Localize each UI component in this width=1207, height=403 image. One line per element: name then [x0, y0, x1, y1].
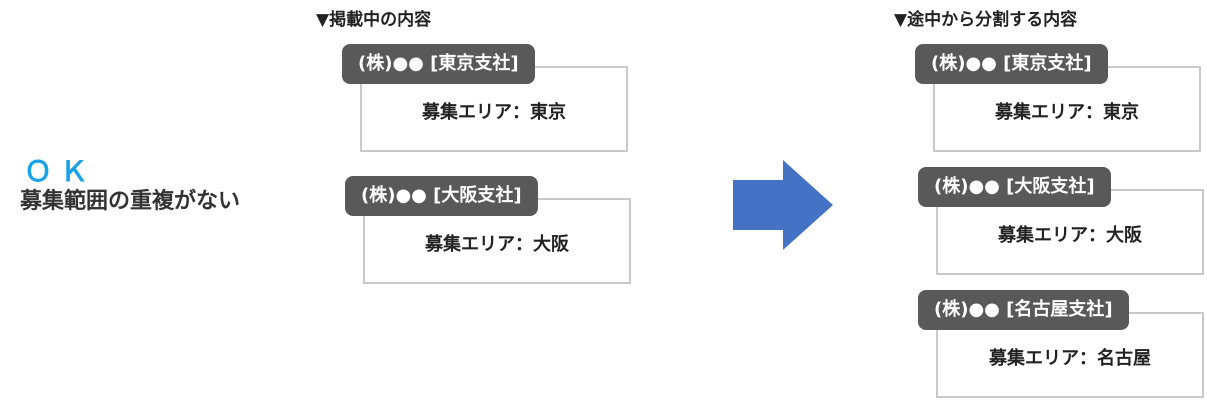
current-content-heading: ▼掲載中の内容	[316, 10, 432, 30]
card-company-tag: (株)●● [東京支社]	[915, 44, 1108, 84]
card-recruit-area: 募集エリア：東京	[995, 102, 1139, 123]
right-arrow-icon	[733, 160, 833, 250]
split-content-heading: ▼途中から分割する内容	[894, 10, 1078, 30]
card-recruit-area: 募集エリア：名古屋	[989, 348, 1151, 369]
card-company-tag: (株)●● [大阪支社]	[918, 167, 1111, 207]
card-company-tag: (株)●● [名古屋支社]	[918, 290, 1129, 330]
card-recruit-area: 募集エリア：大阪	[998, 225, 1142, 246]
card-company-tag: (株)●● [東京支社]	[342, 44, 535, 84]
card-company-tag: (株)●● [大阪支社]	[345, 176, 538, 216]
ok-description: 募集範囲の重複がない	[20, 189, 241, 214]
ok-label: ＯＫ	[24, 156, 97, 187]
card-recruit-area: 募集エリア：大阪	[425, 234, 569, 255]
card-recruit-area: 募集エリア：東京	[422, 102, 566, 123]
ok-callout: ＯＫ 募集範囲の重複がない	[20, 156, 240, 216]
